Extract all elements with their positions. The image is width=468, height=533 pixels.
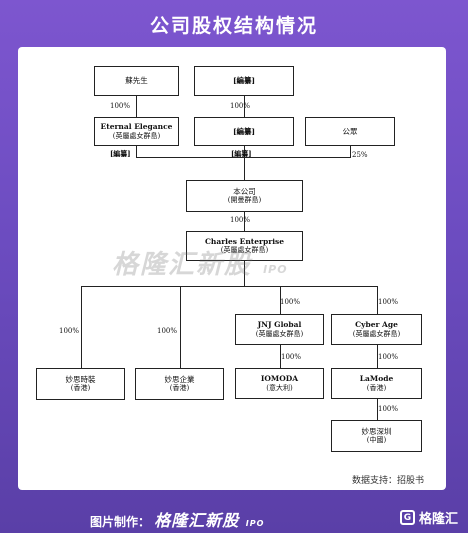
node-name: 妙思深圳	[361, 426, 392, 436]
chart-card: 蘇先生 [編纂] Eternal Elegance (英屬處女群島) [編纂] …	[18, 47, 446, 490]
node-jurisdiction: (英屬處女群島)	[112, 131, 161, 140]
node-name: 蘇先生	[125, 76, 148, 86]
connector	[136, 95, 137, 117]
connector	[136, 157, 351, 158]
connector	[180, 286, 181, 368]
node-jurisdiction: (意大利)	[266, 383, 293, 392]
g-logo-icon: G	[399, 510, 415, 525]
ownership-label: 100%	[378, 298, 399, 306]
ownership-label: 100%	[281, 353, 302, 361]
node-jurisdiction: (香港)	[70, 384, 91, 393]
node-name: 妙思企業	[164, 374, 195, 384]
node-name: [編纂]	[232, 126, 256, 136]
ownership-label: 100%	[378, 353, 399, 361]
footer-credit: 图片制作： 格隆汇新股 IPO	[90, 507, 264, 531]
footer-label: 图片制作：	[90, 515, 151, 529]
node-cyber-age: Cyber Age (英屬處女群島)	[331, 314, 422, 345]
connector	[244, 145, 245, 157]
node-jurisdiction: (香港)	[366, 383, 387, 392]
connector	[244, 95, 245, 117]
node-jurisdiction: (開曼群島)	[227, 196, 262, 205]
ownership-label: 100%	[280, 298, 301, 306]
connector	[136, 145, 137, 157]
node-jurisdiction: (香港)	[169, 384, 190, 393]
node-public: 公眾	[305, 117, 395, 146]
node-name: Eternal Elegance	[100, 122, 173, 132]
connector	[280, 344, 281, 368]
node-eternal-elegance: Eternal Elegance (英屬處女群島)	[94, 117, 179, 146]
ownership-label: 100%	[230, 102, 251, 110]
node-jurisdiction: (中國)	[366, 436, 387, 445]
node-name: IOMODA	[260, 374, 299, 384]
node-name: Charles Enterprise	[204, 236, 285, 246]
page-title: 公司股权结构情况	[149, 15, 318, 37]
node-name: Cyber Age	[355, 320, 398, 330]
node-name: 本公司	[233, 186, 256, 196]
watermark-text: 格隆汇新股	[112, 250, 253, 280]
node-jnj-global: JNJ Global (英屬處女群島)	[235, 314, 324, 345]
node-company: 本公司 (開曼群島)	[186, 180, 303, 212]
node-name: LaMode	[359, 374, 394, 384]
ownership-label: [編纂]	[231, 149, 252, 158]
ownership-label: 100%	[378, 405, 399, 413]
node-charles-enterprise: Charles Enterprise (英屬處女群島)	[186, 231, 303, 261]
node-iomoda: IOMODA (意大利)	[235, 368, 324, 399]
node-lamode: LaMode (香港)	[331, 368, 422, 399]
footer-brand-text: 格隆汇新股	[154, 511, 240, 530]
node-name: [編纂]	[232, 76, 256, 86]
node-redacted-top: [編纂]	[194, 66, 294, 96]
connector	[377, 398, 378, 420]
ownership-label: 25%	[352, 151, 368, 159]
connector	[377, 344, 378, 368]
node-miaosi-shenzhen: 妙思深圳 (中國)	[331, 420, 422, 452]
footer-logo-text: 格隆汇	[418, 512, 458, 527]
ownership-label: 100%	[110, 102, 131, 110]
source-note: 数据支持：招股书	[351, 476, 424, 486]
watermark-ipo: IPO	[263, 263, 288, 276]
node-miaosi-shizhuang: 妙思時裝 (香港)	[36, 368, 125, 400]
ownership-label: 100%	[157, 327, 178, 335]
footer-logo: G 格隆汇	[399, 508, 458, 527]
footer-brand: 格隆汇新股 IPO	[154, 511, 264, 530]
connector	[350, 145, 351, 157]
node-redacted-mid: [編纂]	[194, 117, 294, 146]
connector	[244, 211, 245, 231]
footer-brand-ipo: IPO	[245, 519, 265, 528]
connector	[377, 286, 378, 314]
ownership-label: [編纂]	[110, 149, 131, 158]
connector	[244, 260, 245, 286]
node-mr-su: 蘇先生	[94, 66, 179, 96]
ownership-label: 100%	[59, 327, 80, 335]
node-name: JNJ Global	[257, 320, 302, 330]
node-jurisdiction: (英屬處女群島)	[255, 329, 304, 338]
node-miaosi-qiye: 妙思企業 (香港)	[135, 368, 224, 400]
node-name: 妙思時裝	[65, 374, 96, 384]
connector	[81, 286, 377, 287]
connector	[280, 286, 281, 314]
connector	[81, 286, 82, 368]
ownership-label: 100%	[230, 216, 251, 224]
node-name: 公眾	[342, 126, 358, 136]
node-jurisdiction: (英屬處女群島)	[352, 329, 401, 338]
watermark: 格隆汇新股 IPO	[112, 244, 372, 280]
connector	[244, 157, 245, 180]
node-jurisdiction: (英屬處女群島)	[220, 246, 269, 255]
